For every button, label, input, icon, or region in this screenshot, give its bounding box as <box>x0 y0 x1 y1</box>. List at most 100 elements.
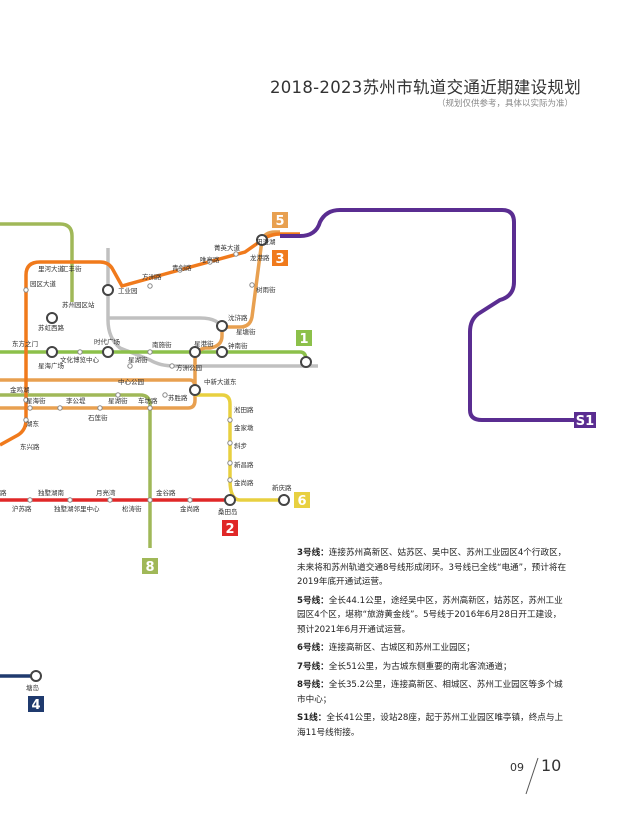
station-label: 苏胜路 <box>168 393 188 402</box>
station-label: 李公堤 <box>66 396 86 405</box>
page-number-right: 10 <box>541 756 562 775</box>
station-dot[interactable] <box>227 440 233 446</box>
station-dot[interactable] <box>177 267 183 273</box>
station-label: 金尚路 <box>234 478 254 487</box>
station-label: 湖东 <box>26 419 40 428</box>
station-label: 独墅湖南 <box>38 488 65 497</box>
page-number: 09 10 <box>500 756 580 796</box>
station-dot[interactable] <box>147 349 153 355</box>
station-label: 东兴路 <box>20 442 40 451</box>
station-node-line1-end[interactable] <box>300 356 312 368</box>
station-label: 钟南街 <box>228 341 248 350</box>
station-label: 星海广场 <box>38 361 65 370</box>
station-node-xinqing[interactable] <box>278 494 290 506</box>
station-node-qinghua[interactable] <box>216 320 228 332</box>
station-label: 石莲街 <box>88 413 108 422</box>
station-dot[interactable] <box>115 392 121 398</box>
interchange-stations <box>30 234 312 682</box>
line-3-path <box>0 232 300 447</box>
station-label: 车坊路 <box>138 396 158 405</box>
station-dot[interactable] <box>107 497 113 503</box>
station-label: 时代广场 <box>94 337 121 346</box>
svg-text:S1: S1 <box>576 414 594 429</box>
line-badge-6: 6 <box>294 492 310 509</box>
station-dot[interactable] <box>227 417 233 423</box>
page-slash-icon <box>525 757 539 795</box>
station-node-longqiao[interactable] <box>256 234 268 246</box>
station-label: 树雨街 <box>256 285 276 294</box>
line-badge-2: 2 <box>222 520 238 537</box>
station-labels: 里河大道 汇丰街 园区大道 工业园 苏州园区站 苏虹西路 东方之门 星海广场 文… <box>0 237 292 692</box>
station-dot[interactable] <box>147 283 153 289</box>
desc-line-7: 7号线：全长51公里，为古城东侧重要的南北客流通道； <box>297 661 512 672</box>
station-label: 星港街 <box>194 339 214 348</box>
station-label: 中心公园 <box>118 377 144 386</box>
page-subtitle: （规划仅供参考，具体以实际为准） <box>436 99 573 109</box>
station-label: 塘岛 <box>26 683 39 692</box>
station-label: 新昌路 <box>234 460 254 469</box>
station-dot[interactable] <box>27 497 33 503</box>
station-dot[interactable] <box>77 349 83 355</box>
line-badge-s1: S1 <box>574 412 596 429</box>
station-dot[interactable] <box>147 405 153 411</box>
station-node-sudong[interactable] <box>46 312 58 324</box>
station-dot[interactable] <box>207 259 213 265</box>
station-dot[interactable] <box>57 405 63 411</box>
line-8-south-path <box>0 393 152 548</box>
station-label: 斜步 <box>234 441 248 450</box>
page-number-left: 09 <box>510 761 524 774</box>
desc-line-5: 5号线：全长44.1公里，途经吴中区，苏州高新区，姑苏区，苏州工业园区4个区，堪… <box>297 595 563 635</box>
station-label: 里河大道 <box>38 264 65 273</box>
station-node-line4-end[interactable] <box>30 670 42 682</box>
station-dot[interactable] <box>27 405 33 411</box>
station-dot[interactable] <box>233 251 239 257</box>
station-dot[interactable] <box>127 363 133 369</box>
desc-line-8: 8号线：全长35.2公里，连接高新区、相城区、苏州工业园区等多个城市中心； <box>297 680 563 705</box>
station-dot[interactable] <box>23 417 29 423</box>
line-s1-path <box>280 208 574 422</box>
station-label: 青剑路 <box>172 263 192 272</box>
station-node-donghuan[interactable] <box>46 346 58 358</box>
station-label: 龙港路 <box>250 253 270 262</box>
svg-text:5: 5 <box>275 214 284 229</box>
station-label: 月亮湾 <box>96 488 116 497</box>
station-dot[interactable] <box>97 405 103 411</box>
station-dot[interactable] <box>227 477 233 483</box>
station-label: 桑田岛 <box>218 507 238 516</box>
station-label: 路 <box>0 488 7 497</box>
station-label: 独墅湖邻里中心 <box>54 504 100 513</box>
station-node-zhongnan[interactable] <box>216 346 228 358</box>
station-node-shidai[interactable] <box>102 346 114 358</box>
station-dot[interactable] <box>23 287 29 293</box>
desc-line-3: 3号线：连接苏州高新区、姑苏区、吴中区、苏州工业园区4个行政区，未来将和苏州轨道… <box>297 548 567 587</box>
station-label: 松涛街 <box>122 504 142 513</box>
station-label: 苏虹西路 <box>38 323 65 332</box>
station-label: 金鸡湖 <box>10 385 30 394</box>
station-node-sangtian[interactable] <box>224 494 236 506</box>
station-label: 金尚路 <box>180 504 200 513</box>
station-label: 淞田路 <box>234 405 254 414</box>
svg-text:2: 2 <box>225 522 234 537</box>
station-label: 金家墩 <box>234 423 254 432</box>
station-dot[interactable] <box>67 497 73 503</box>
station-node-xiangyang[interactable] <box>189 346 201 358</box>
svg-text:6: 6 <box>297 494 306 509</box>
station-label: 南施街 <box>152 340 172 349</box>
svg-text:3: 3 <box>275 252 284 267</box>
station-node-xinhu[interactable] <box>189 384 201 396</box>
line-badge-4: 4 <box>28 696 44 713</box>
station-label: 园区大道 <box>30 279 57 288</box>
station-dot[interactable] <box>23 397 29 403</box>
station-dot[interactable] <box>147 497 153 503</box>
station-dot[interactable] <box>227 460 233 466</box>
station-node-suzhouyuan[interactable] <box>102 284 114 296</box>
svg-text:1: 1 <box>299 332 308 347</box>
station-dot[interactable] <box>187 497 193 503</box>
station-label: 星湖街 <box>108 396 128 405</box>
station-label: 汇丰街 <box>62 264 82 273</box>
line-1-path <box>0 350 308 361</box>
station-dot[interactable] <box>162 392 168 398</box>
station-dot[interactable] <box>249 282 255 288</box>
station-dot[interactable] <box>169 363 175 369</box>
